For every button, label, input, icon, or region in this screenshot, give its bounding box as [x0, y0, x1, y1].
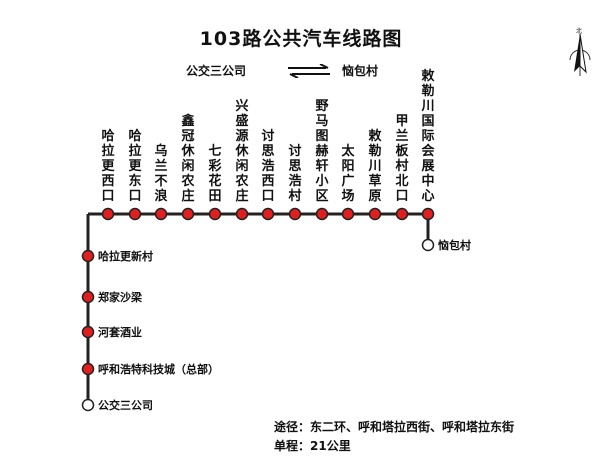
- direction-to: 恼包村: [342, 64, 379, 78]
- stop-marker: [341, 207, 355, 221]
- top-stop-label: 兴盛源休闲农庄: [235, 99, 249, 204]
- stop-marker: [128, 207, 142, 221]
- top-stop-label: 哈拉更东口: [128, 129, 142, 204]
- bidirectional-arrow-icon: [288, 64, 330, 78]
- stop-marker: [288, 207, 302, 221]
- terminal-start-marker: [81, 398, 95, 412]
- route-streets: 途径：东二环、呼和塔拉西街、呼和塔拉东街: [274, 420, 515, 434]
- stop-marker: [368, 207, 382, 221]
- stop-marker: [421, 207, 435, 221]
- stop-marker: [181, 207, 195, 221]
- top-stop-label: 鑫冠休闲农庄: [181, 114, 195, 204]
- stop-marker: [208, 207, 222, 221]
- top-stop-label: 讨思浩村: [288, 144, 302, 204]
- stop-marker: [81, 362, 95, 376]
- top-stop-label: 讨思浩西口: [261, 129, 275, 204]
- compass-north-label: 北: [575, 28, 582, 35]
- stop-marker: [81, 290, 95, 304]
- top-stop-label: 敕勒川草原: [368, 129, 382, 204]
- terminal-end-marker: [421, 238, 435, 252]
- top-stop-label: 太阳广场: [341, 144, 355, 204]
- top-stop-label: 野马图赫轩小区: [315, 99, 329, 204]
- left-stop-label: 河套酒业: [98, 326, 142, 339]
- stop-marker: [81, 325, 95, 339]
- stop-marker: [315, 207, 329, 221]
- stop-marker: [101, 207, 115, 221]
- direction-from: 公交三公司: [186, 64, 247, 78]
- stop-marker: [154, 207, 168, 221]
- direction-indicator: 公交三公司 恼包村: [0, 62, 602, 82]
- stop-marker: [261, 207, 275, 221]
- top-stop-label: 敕勒川国际会展中心: [421, 69, 435, 204]
- compass-icon: [569, 33, 591, 76]
- top-stop-label: 甲兰板村北口: [395, 114, 409, 204]
- stop-marker: [235, 207, 249, 221]
- top-stop-label: 七彩花田: [208, 144, 222, 204]
- terminal-end-label: 恼包村: [438, 239, 471, 252]
- left-stop-label: 哈拉更新村: [98, 250, 153, 263]
- route-stops: [81, 207, 435, 412]
- stop-marker: [395, 207, 409, 221]
- terminal-start-label: 公交三公司: [98, 399, 153, 412]
- left-stop-label: 呼和浩特科技城（总部）: [98, 363, 219, 376]
- top-stop-label: 哈拉更西口: [101, 129, 115, 204]
- stop-marker: [81, 249, 95, 263]
- left-stop-label: 郑家沙梁: [98, 291, 142, 304]
- route-distance: 单程：21公里: [274, 439, 351, 453]
- map-title: 103路公共汽车线路图: [199, 28, 403, 50]
- top-stop-label: 乌兰不浪: [154, 144, 168, 204]
